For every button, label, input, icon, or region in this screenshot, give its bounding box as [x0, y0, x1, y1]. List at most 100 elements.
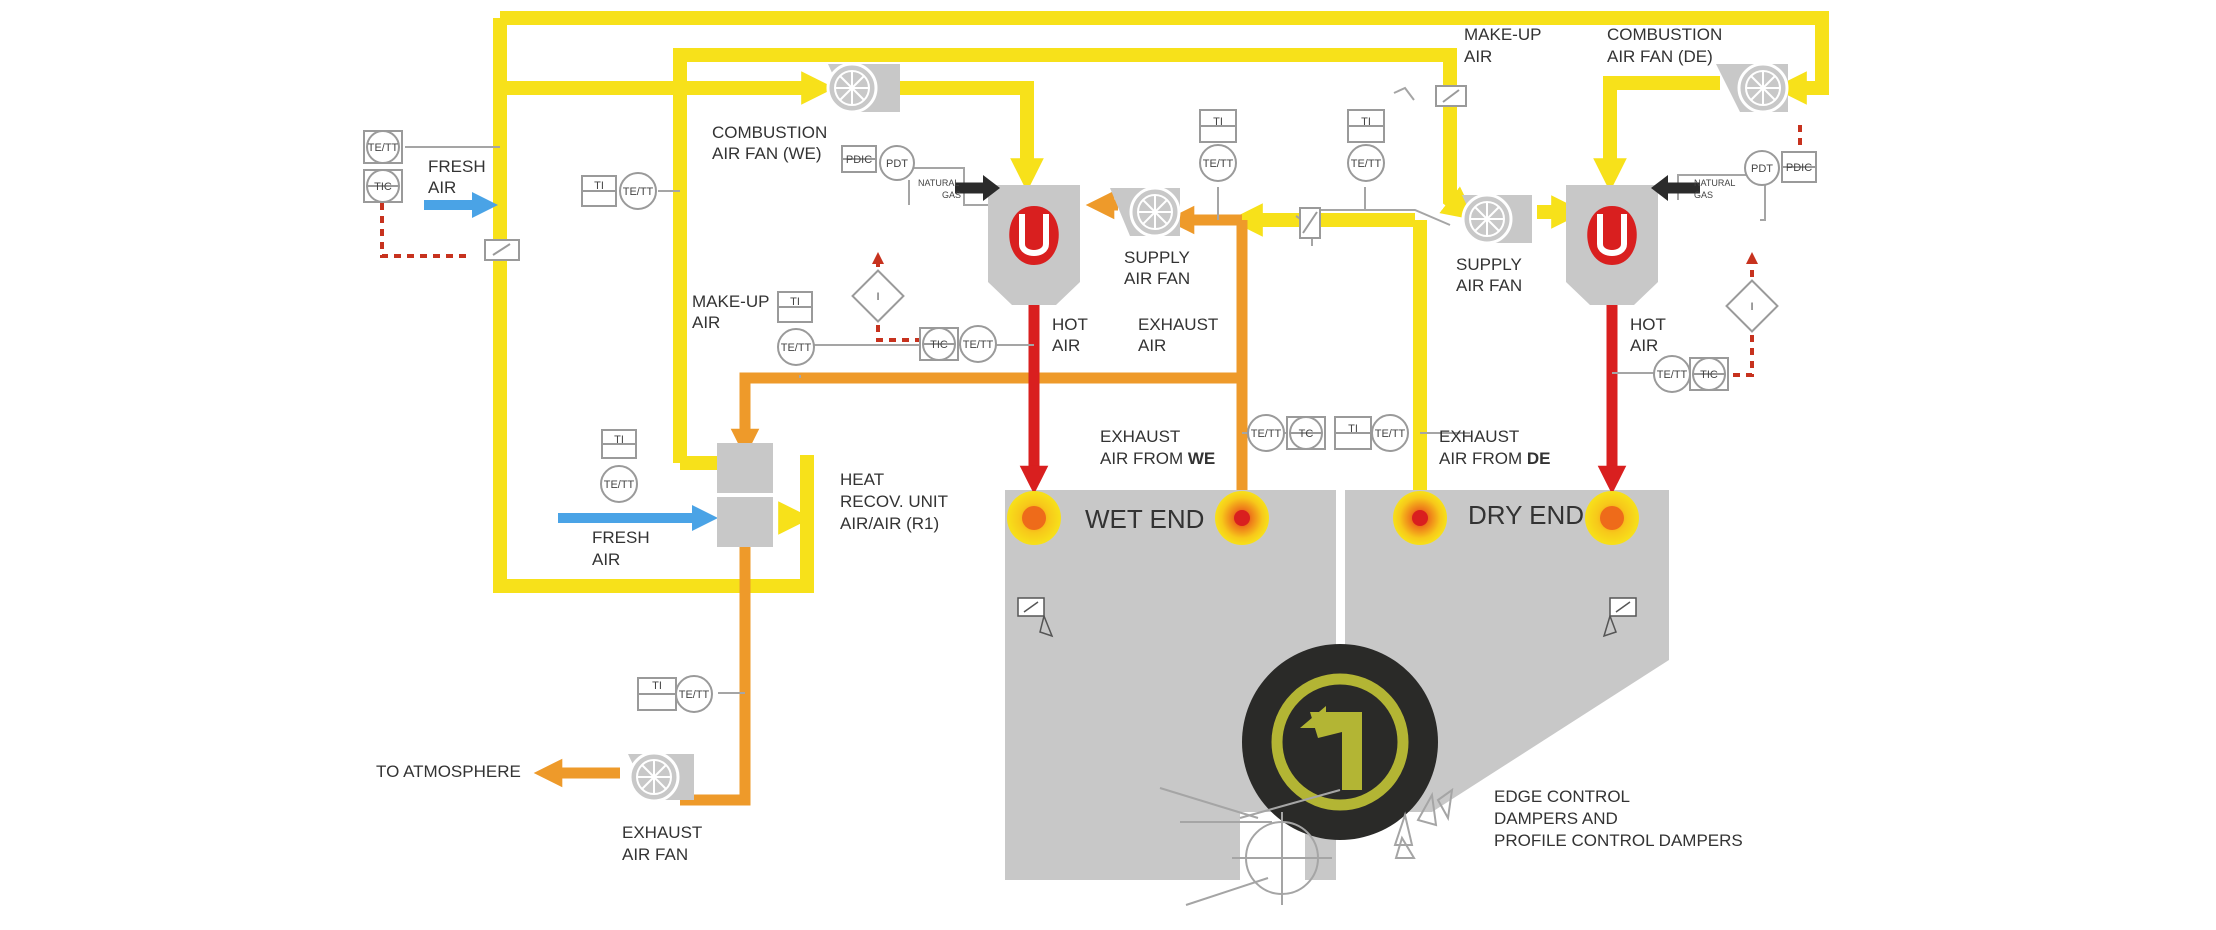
te-tt-supply-de: TE/TT — [1347, 144, 1385, 182]
svg-text:AIR: AIR — [1630, 336, 1658, 355]
i-controller-we: I — [851, 269, 905, 323]
label-heat-recovery: HEAT RECOV. UNIT AIR/AIR (R1) — [840, 470, 948, 533]
ti-supply-we: TI — [1199, 109, 1237, 143]
svg-text:TI: TI — [614, 434, 624, 446]
svg-text:TE/TT: TE/TT — [1203, 158, 1234, 170]
label-exhaust-from-de: EXHAUST AIR FROM DE — [1439, 427, 1550, 468]
label-make-up-air-left: MAKE-UP AIR — [692, 292, 769, 332]
svg-text:I: I — [1750, 301, 1753, 313]
exhaust-air-piping — [533, 190, 1248, 806]
label-exhaust-air: EXHAUST AIR — [1138, 315, 1218, 355]
svg-text:TE/TT: TE/TT — [781, 342, 812, 354]
svg-text:AIR FAN: AIR FAN — [1456, 276, 1522, 295]
svg-text:DAMPERS AND: DAMPERS AND — [1494, 809, 1618, 828]
svg-text:GAS: GAS — [942, 190, 961, 200]
svg-text:TE/TT: TE/TT — [1657, 369, 1688, 381]
tic-de: TIC — [1689, 357, 1729, 391]
svg-text:TE/TT: TE/TT — [368, 142, 399, 154]
label-make-up-air-top: MAKE-UP AIR — [1464, 25, 1541, 66]
svg-text:NATURAL: NATURAL — [918, 178, 959, 188]
svg-text:TE/TT: TE/TT — [604, 479, 635, 491]
ti-supply-de: TI — [1347, 109, 1385, 143]
svg-text:TE/TT: TE/TT — [1351, 158, 1382, 170]
pdt-de: PDT — [1744, 150, 1780, 186]
svg-text:TI: TI — [1348, 423, 1358, 435]
label-supply-fan-we: SUPPLY AIR FAN — [1124, 248, 1190, 288]
burner-we — [988, 185, 1080, 305]
svg-text:RECOV. UNIT: RECOV. UNIT — [840, 492, 948, 511]
svg-text:HOT: HOT — [1630, 315, 1666, 334]
svg-text:AIR FAN (WE): AIR FAN (WE) — [712, 144, 822, 163]
te-tt-supply-we: TE/TT — [1199, 144, 1237, 182]
te-tt-left: TE/TT — [619, 172, 657, 210]
te-tt-recovery: TE/TT — [600, 465, 638, 503]
svg-text:TIC: TIC — [930, 339, 948, 351]
label-natural-gas-we: NATURAL GAS — [918, 178, 961, 200]
ti-recovery: TI — [601, 429, 637, 459]
tic-fresh-air: TIC — [363, 169, 403, 203]
tc-exhaust-we: TC — [1286, 416, 1326, 450]
label-fresh-air-bottom: FRESH AIR — [592, 528, 650, 569]
label-combustion-fan-de: COMBUSTION AIR FAN (DE) — [1607, 25, 1722, 66]
ti-exhaust-outlet: TI — [637, 677, 677, 711]
svg-text:EXHAUST: EXHAUST — [622, 823, 702, 842]
ti-make-up: TI — [777, 291, 813, 323]
ti-left: TI — [581, 175, 617, 207]
label-fresh-air-top: FRESH AIR — [428, 157, 486, 197]
supply-fan-de-icon — [1461, 193, 1532, 245]
label-dampers: EDGE CONTROL DAMPERS AND PROFILE CONTROL… — [1494, 787, 1743, 850]
svg-text:FRESH: FRESH — [592, 528, 650, 547]
svg-text:TC: TC — [1299, 428, 1314, 440]
te-tt-make-up: TE/TT — [777, 328, 815, 366]
svg-text:AIR: AIR — [428, 178, 456, 197]
svg-text:AIR: AIR — [592, 550, 620, 569]
svg-text:NATURAL: NATURAL — [1694, 178, 1735, 188]
gas-arrows — [955, 175, 1700, 201]
burner-de — [1566, 185, 1658, 305]
fresh-air-piping — [424, 192, 718, 531]
combustion-fan-we-icon — [826, 62, 900, 114]
svg-text:PDT: PDT — [1751, 163, 1773, 175]
svg-text:EDGE CONTROL: EDGE CONTROL — [1494, 787, 1630, 806]
svg-text:AIR FROM WE: AIR FROM WE — [1100, 449, 1215, 468]
label-to-atmosphere: TO ATMOSPHERE — [376, 762, 521, 781]
svg-text:AIR/AIR (R1): AIR/AIR (R1) — [840, 514, 939, 533]
svg-text:PDIC: PDIC — [846, 154, 872, 166]
hood-damper-icons — [1017, 597, 1637, 638]
hot-air-piping — [1019, 305, 1627, 495]
label-dry-end: DRY END — [1468, 500, 1584, 530]
label-exhaust-air-fan: EXHAUST AIR FAN — [622, 823, 702, 864]
te-tt-de: TE/TT — [1653, 355, 1691, 393]
svg-text:TI: TI — [652, 680, 662, 692]
svg-text:EXHAUST: EXHAUST — [1138, 315, 1218, 334]
svg-text:EXHAUST: EXHAUST — [1439, 427, 1519, 446]
svg-text:TI: TI — [594, 180, 604, 192]
dampers-small — [484, 85, 1467, 261]
svg-text:PDT: PDT — [886, 158, 908, 170]
supply-fan-we-icon — [1110, 186, 1181, 238]
svg-text:AIR: AIR — [692, 313, 720, 332]
svg-text:AIR: AIR — [1052, 336, 1080, 355]
te-tt-exhaust-we: TE/TT — [1247, 414, 1285, 452]
combustion-fan-de-icon — [1716, 62, 1789, 114]
svg-text:AIR FAN: AIR FAN — [622, 845, 688, 864]
svg-text:TIC: TIC — [374, 181, 392, 193]
te-tt-exhaust-de: TE/TT — [1371, 414, 1409, 452]
svg-text:TI: TI — [1361, 116, 1371, 128]
i-controller-de: I — [1725, 279, 1779, 333]
svg-text:AIR: AIR — [1464, 47, 1492, 66]
svg-text:PDIC: PDIC — [1786, 162, 1812, 174]
pdt-we: PDT — [879, 145, 915, 181]
te-tt-we: TE/TT — [959, 325, 997, 363]
profile-damper-lines — [1159, 787, 1454, 906]
svg-text:COMBUSTION: COMBUSTION — [712, 123, 827, 142]
svg-text:TE/TT: TE/TT — [963, 339, 994, 351]
svg-text:TE/TT: TE/TT — [679, 689, 710, 701]
tic-we: TIC — [919, 327, 959, 361]
svg-text:TI: TI — [790, 296, 800, 308]
svg-text:PROFILE CONTROL DAMPERS: PROFILE CONTROL DAMPERS — [1494, 831, 1743, 850]
svg-text:AIR FAN (DE): AIR FAN (DE) — [1607, 47, 1713, 66]
svg-text:EXHAUST: EXHAUST — [1100, 427, 1180, 446]
label-combustion-fan-we: COMBUSTION AIR FAN (WE) — [712, 123, 827, 163]
